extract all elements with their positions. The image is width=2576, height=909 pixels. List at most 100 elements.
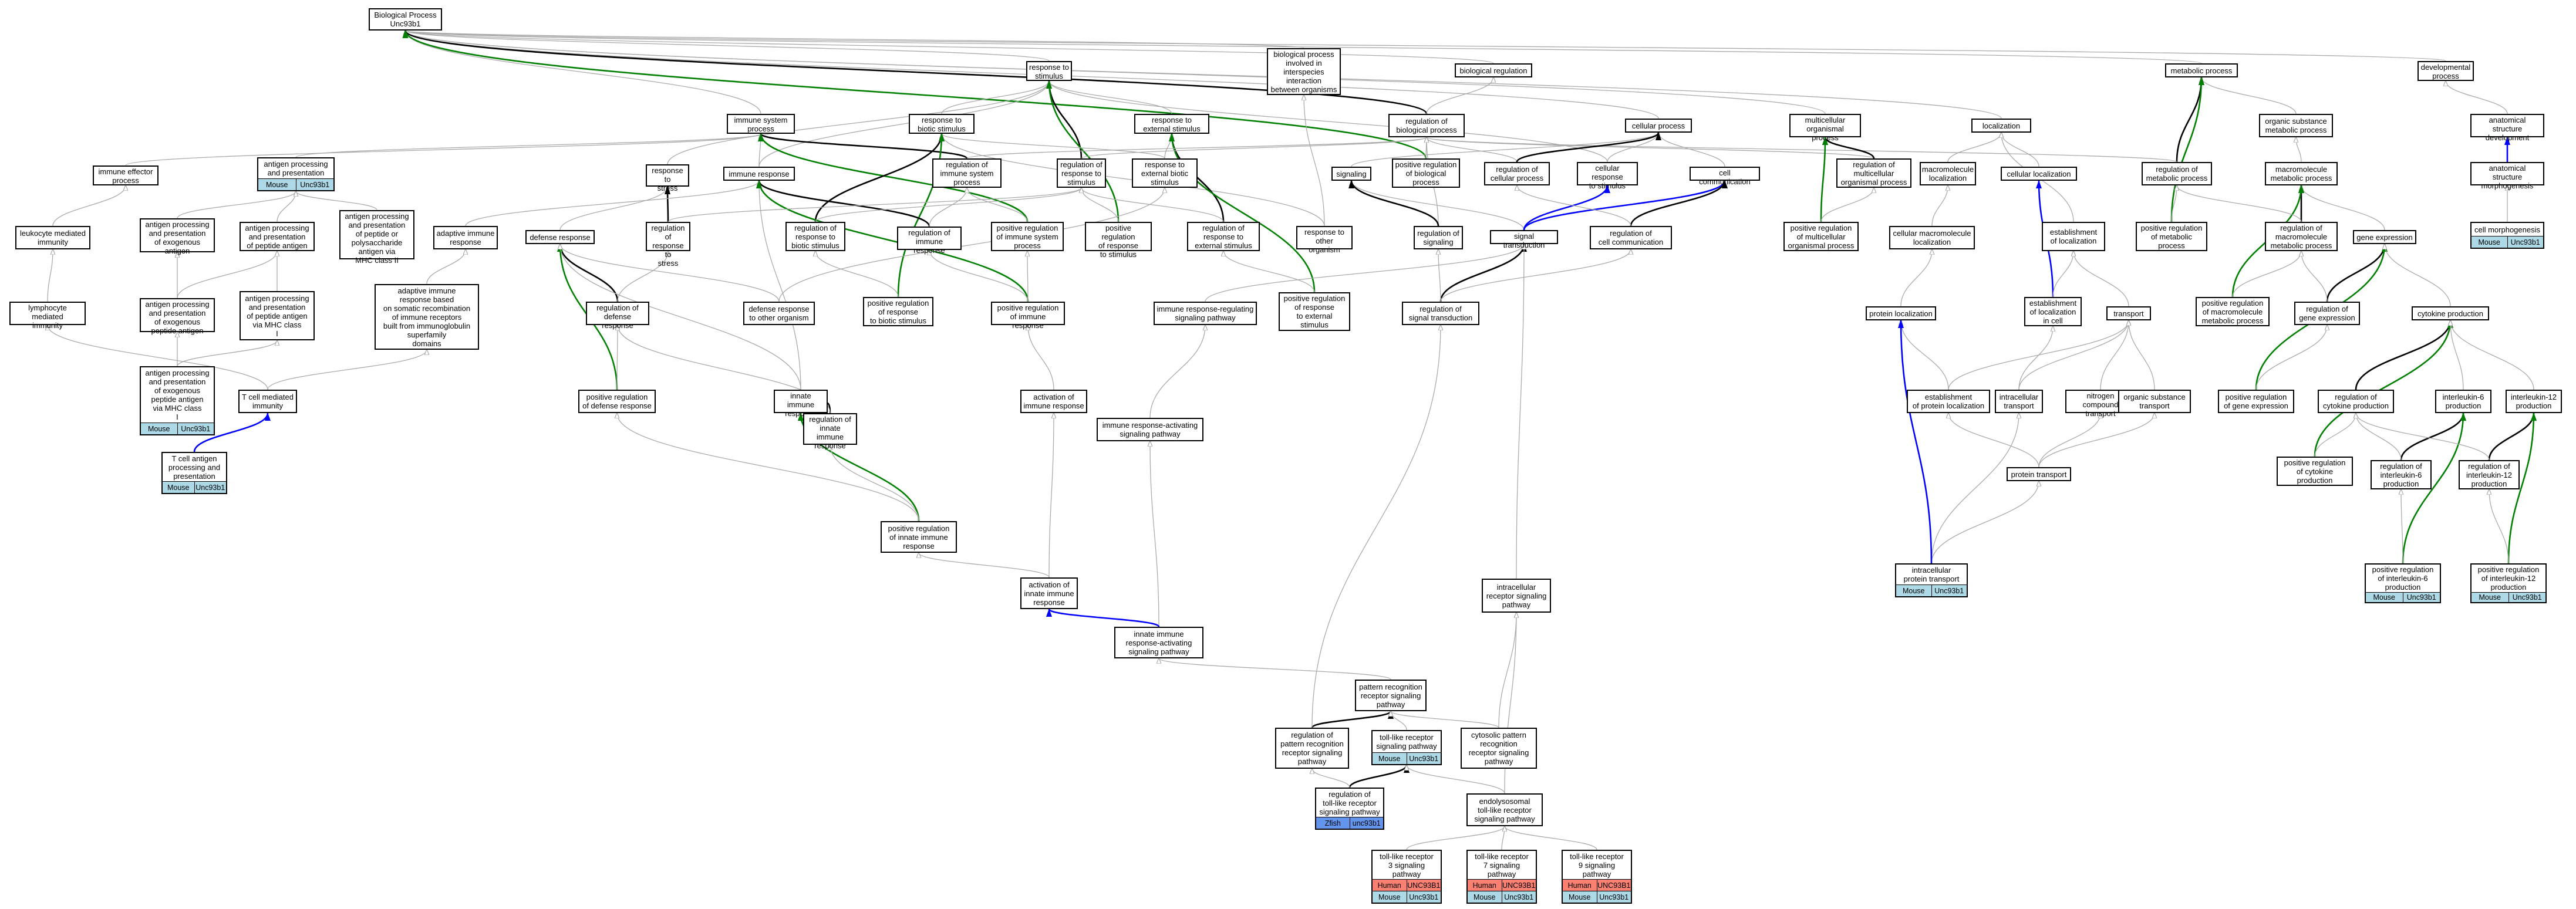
term-pos-reg-cyto[interactable]: positive regulation of cytokine producti… bbox=[2277, 457, 2353, 486]
term-localization[interactable]: localization bbox=[1971, 119, 2031, 133]
term-reg-signaling[interactable]: regulation of signaling bbox=[1414, 226, 1463, 249]
term-pos-reg-macro-met[interactable]: positive regulation of macromolecule met… bbox=[2196, 297, 2270, 326]
term-resp-ext-biotic[interactable]: response to external biotic stimulus bbox=[1132, 158, 1198, 188]
term-adaptive-recomb[interactable]: adaptive immune response based on somati… bbox=[375, 284, 479, 350]
term-root[interactable]: Biological Process Unc93b1 bbox=[369, 8, 442, 31]
term-lympho[interactable]: lymphocyte mediated immunity bbox=[9, 302, 86, 330]
term-orgsub-transport[interactable]: organic substance transport bbox=[2118, 390, 2191, 413]
term-imm-resp[interactable]: immune response bbox=[723, 167, 795, 181]
term-cellproc[interactable]: cellular process bbox=[1625, 119, 1692, 133]
term-il12-prod[interactable]: interleukin-12 production bbox=[2506, 390, 2562, 413]
term-endo-tlr[interactable]: endolysosomal toll-like receptor signali… bbox=[1466, 793, 1543, 826]
term-orgsubmet[interactable]: organic substance metabolic process bbox=[2259, 114, 2333, 137]
term-il6-prod[interactable]: interleukin-6 production bbox=[2435, 390, 2491, 413]
term-pos-reg-il12[interactable]: positive regulation of interleukin-12 pr… bbox=[2470, 563, 2547, 603]
term-estab-loc[interactable]: establishment of localization bbox=[2042, 222, 2105, 251]
term-resp-biotic[interactable]: response to biotic stimulus bbox=[909, 114, 975, 134]
term-reg-resp-ext[interactable]: regulation of response to external stimu… bbox=[1187, 222, 1260, 251]
term-sig-trans[interactable]: signal transduction bbox=[1490, 230, 1558, 249]
term-ag-exo[interactable]: antigen processing and presentation of e… bbox=[140, 218, 215, 255]
term-reg-sig-trans[interactable]: regulation of signal transduction bbox=[1402, 302, 1479, 325]
term-act-innate[interactable]: activation of innate immune response bbox=[1020, 577, 1078, 609]
term-pos-reg-imm-resp[interactable]: positive regulation of immune response bbox=[991, 302, 1065, 330]
term-ag-pep[interactable]: antigen processing and presentation of p… bbox=[240, 222, 315, 251]
term-reg-resp-stim[interactable]: regulation of response to stimulus bbox=[1057, 158, 1106, 188]
term-pos-reg-resp-biotic[interactable]: positive regulation of response to bioti… bbox=[863, 297, 933, 326]
term-def-other[interactable]: defense response to other organism bbox=[743, 302, 815, 325]
term-signaling[interactable]: signaling bbox=[1331, 167, 1371, 181]
term-transport[interactable]: transport bbox=[2106, 306, 2151, 320]
term-tcell-imm[interactable]: T cell mediated immunity bbox=[238, 390, 297, 413]
term-reg-il12[interactable]: regulation of interleukin-12 production bbox=[2459, 460, 2520, 489]
term-resp-stress[interactable]: response to stress bbox=[646, 164, 689, 192]
term-reg-cyto-prod[interactable]: regulation of cytokine production bbox=[2318, 390, 2394, 413]
term-reg-cell-comm[interactable]: regulation of cell communication bbox=[1590, 226, 1672, 249]
term-macro-met[interactable]: macromolecule metabolic process bbox=[2265, 162, 2338, 185]
term-reg-imm-sys[interactable]: regulation of immune system process bbox=[932, 158, 1002, 188]
term-imm-act-sig[interactable]: immune response-activating signaling pat… bbox=[1097, 418, 1203, 441]
term-reg-met[interactable]: regulation of metabolic process bbox=[2142, 162, 2212, 185]
term-reg-multicell[interactable]: regulation of multicellular organismal p… bbox=[1836, 158, 1911, 188]
term-imm-reg-sig[interactable]: immune response-regulating signaling pat… bbox=[1154, 302, 1257, 325]
term-reg-il6[interactable]: regulation of interleukin-6 production bbox=[2371, 460, 2432, 489]
term-innate[interactable]: innate immune response bbox=[774, 390, 828, 418]
term-reg-gene-expr[interactable]: regulation of gene expression bbox=[2294, 302, 2360, 325]
term-pos-reg-resp-ext[interactable]: positive regulation of response to exter… bbox=[1279, 292, 1350, 331]
term-imm-eff[interactable]: immune effector process bbox=[93, 165, 159, 185]
term-reg-innate[interactable]: regulation of innate immune response bbox=[803, 413, 857, 450]
term-pos-reg-resp-stim[interactable]: positive regulation of response to stimu… bbox=[1085, 222, 1152, 259]
term-tcell-ag[interactable]: T cell antigen processing and presentati… bbox=[161, 452, 227, 494]
term-reg-cell[interactable]: regulation of cellular process bbox=[1484, 162, 1550, 185]
term-cell-macro-loc[interactable]: cellular macromolecule localization bbox=[1889, 226, 1975, 249]
term-bioreg[interactable]: biological regulation bbox=[1455, 63, 1532, 77]
term-pos-reg-imm-sys[interactable]: positive regulation of immune system pro… bbox=[991, 222, 1064, 251]
term-metab[interactable]: metabolic process bbox=[2165, 63, 2238, 77]
term-prot-loc[interactable]: protein localization bbox=[1866, 306, 1936, 320]
term-resp-other[interactable]: response to other organism bbox=[1296, 226, 1353, 254]
term-reg-imm-resp[interactable]: regulation of immune response bbox=[897, 227, 962, 255]
term-prot-transport[interactable]: protein transport bbox=[2007, 467, 2071, 481]
term-reg-defense[interactable]: regulation of defense response bbox=[586, 302, 649, 330]
term-defense[interactable]: defense response bbox=[525, 230, 595, 244]
term-pos-reg-gene-expr[interactable]: positive regulation of gene expression bbox=[2218, 390, 2294, 413]
term-prr-sig[interactable]: pattern recognition receptor signaling p… bbox=[1355, 680, 1427, 711]
term-intra-rec-sig[interactable]: intracellular receptor signaling pathway bbox=[1482, 579, 1551, 613]
term-cyto-prr[interactable]: cytosolic pattern recognition receptor s… bbox=[1461, 728, 1537, 769]
term-reg-bio[interactable]: regulation of biological process bbox=[1388, 114, 1465, 137]
term-reg-prr-sig[interactable]: regulation of pattern recognition recept… bbox=[1275, 728, 1349, 769]
term-pos-reg-multi[interactable]: positive regulation of multicellular org… bbox=[1783, 222, 1859, 251]
term-intra-transport[interactable]: intracellular transport bbox=[1995, 390, 2043, 413]
term-gene-expr[interactable]: gene expression bbox=[2353, 230, 2416, 244]
term-resp-ext[interactable]: response to external stimulus bbox=[1134, 114, 1209, 134]
term-macro-loc[interactable]: macromolecule localization bbox=[1920, 162, 1976, 185]
term-pos-reg-bio[interactable]: positive regulation of biological proces… bbox=[1392, 158, 1460, 188]
term-pos-reg-il6[interactable]: positive regulation of interleukin-6 pro… bbox=[2365, 563, 2441, 603]
term-ag-poly[interactable]: antigen processing and presentation of p… bbox=[339, 210, 414, 265]
term-act-imm-resp[interactable]: activation of immune response bbox=[1020, 390, 1087, 413]
term-ag-pep-mhc1[interactable]: antigen processing and presentation of p… bbox=[240, 291, 315, 340]
term-estab-loc-cell[interactable]: establishment of localization in cell bbox=[2024, 297, 2082, 326]
term-estab-prot-loc[interactable]: establishment of protein localization bbox=[1907, 390, 1990, 413]
term-innate-act-sig[interactable]: innate immune response-activating signal… bbox=[1114, 627, 1203, 658]
term-pos-reg-met[interactable]: positive regulation of metabolic process bbox=[2136, 222, 2207, 251]
term-anat-dev[interactable]: anatomical structure development bbox=[2470, 114, 2544, 142]
term-pos-reg-innate[interactable]: positive regulation of innate immune res… bbox=[881, 521, 957, 553]
term-anat-morph[interactable]: anatomical structure morphogenesis bbox=[2470, 162, 2544, 190]
term-ag-exo-pep-mhc1[interactable]: antigen processing and presentation of e… bbox=[140, 366, 215, 435]
term-resp-stim[interactable]: response to stimulus bbox=[1026, 61, 1072, 81]
term-cell-comm[interactable]: cell communication bbox=[1690, 167, 1760, 186]
term-reg-resp-biotic[interactable]: regulation of response to biotic stimulu… bbox=[785, 222, 845, 251]
term-multicell[interactable]: multicellular organismal process bbox=[1789, 114, 1861, 142]
term-cell-loc[interactable]: cellular localization bbox=[2001, 167, 2077, 181]
term-cyto-prod[interactable]: cytokine production bbox=[2412, 306, 2489, 320]
term-reg-tlr-sig[interactable]: regulation of toll-like receptor signali… bbox=[1315, 788, 1384, 830]
term-leuko[interactable]: leukocyte mediated immunity bbox=[15, 226, 90, 249]
term-pos-reg-defense[interactable]: positive regulation of defense response bbox=[578, 390, 656, 413]
term-interspecies[interactable]: biological process involved in interspec… bbox=[1267, 48, 1341, 95]
